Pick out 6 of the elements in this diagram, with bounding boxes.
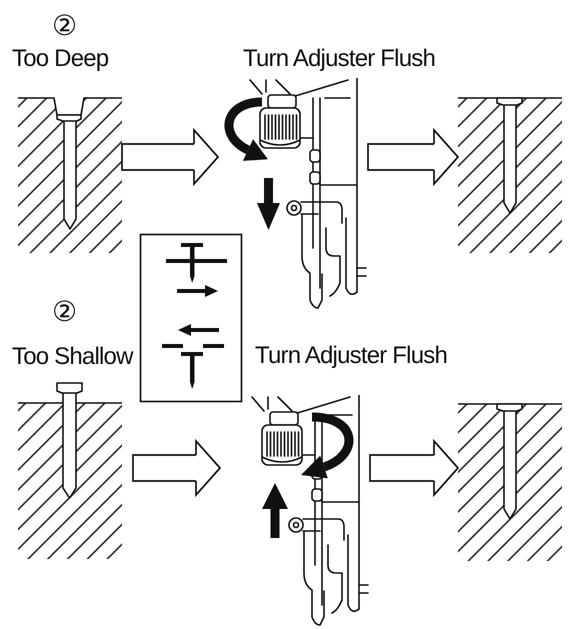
step-number: ② — [52, 12, 78, 40]
instruction-heading: Turn Adjuster Flush — [243, 47, 435, 71]
step-number: ② — [52, 298, 78, 326]
step-heading: Too Shallow — [12, 345, 133, 369]
instruction-heading: Turn Adjuster Flush — [255, 344, 447, 368]
step-heading: Too Deep — [12, 47, 108, 71]
